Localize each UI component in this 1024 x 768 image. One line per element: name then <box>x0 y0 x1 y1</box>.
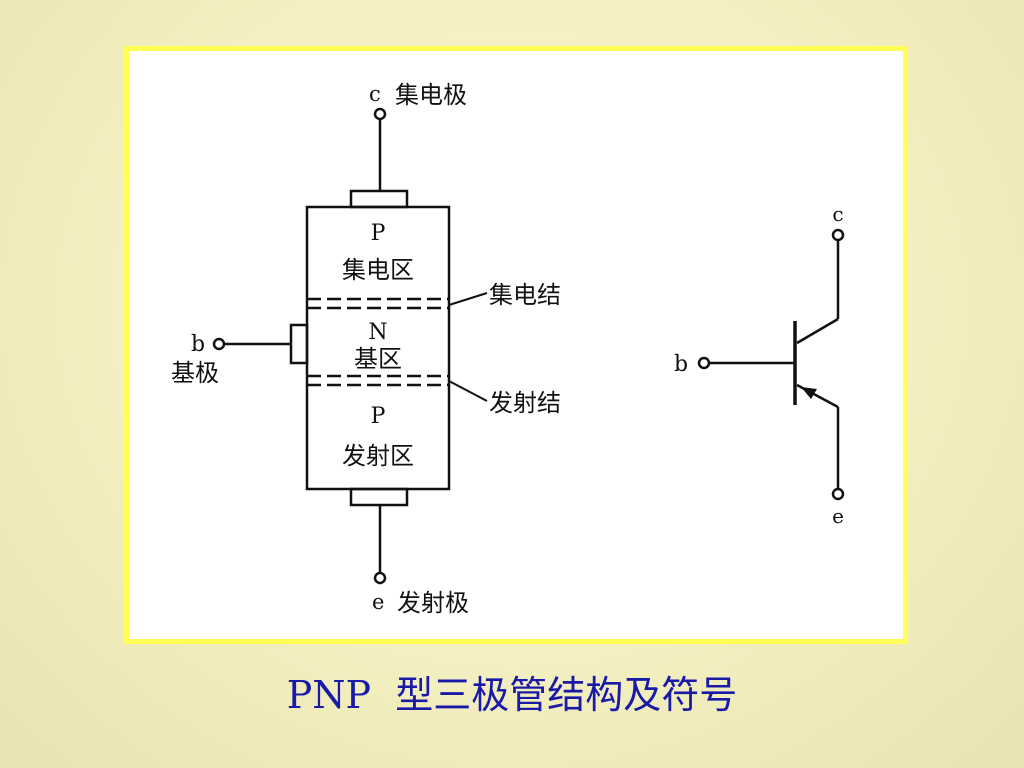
base-region-name: 基区 <box>354 345 402 373</box>
base-letter: b <box>191 332 205 357</box>
caption-prefix: PNP <box>286 673 372 717</box>
collector-letter: c <box>369 82 381 106</box>
base-region-type: N <box>368 320 387 345</box>
symbol-collector-terminal <box>831 228 845 242</box>
symbol-base-terminal <box>697 356 711 370</box>
collector-contact <box>349 189 409 209</box>
emitter-junction-leader <box>448 380 488 402</box>
figure-caption: PNP 型三极管结构及符号 <box>0 664 1024 719</box>
symbol-collector-label: c <box>832 202 843 226</box>
symbol-emitter-arrow <box>801 387 817 399</box>
base-terminal <box>212 337 226 351</box>
transistor-diagram: c 集电极 P 集电区 N 基区 P 发射区 集电结 发射结 b 基极 e 发射… <box>171 81 845 617</box>
collector-region-name: 集电区 <box>342 256 414 284</box>
diagram-frame: c 集电极 P 集电区 N 基区 P 发射区 集电结 发射结 b 基极 e 发射… <box>124 46 908 644</box>
caption-text: 型三极管结构及符号 <box>395 673 738 717</box>
emitter-junction-label: 发射结 <box>489 389 561 417</box>
emitter-region-type: P <box>371 404 386 429</box>
base-contact <box>289 323 309 365</box>
collector-junction-leader <box>448 292 488 306</box>
symbol-collector-arm <box>796 317 839 345</box>
emitter-letter: e <box>372 590 384 614</box>
collector-terminal <box>373 107 387 121</box>
collector-region-type: P <box>371 221 386 246</box>
collector-name: 集电极 <box>395 81 467 109</box>
symbol-base-label: b <box>674 352 688 377</box>
emitter-terminal <box>373 571 387 585</box>
symbol-emitter-terminal <box>831 487 845 501</box>
emitter-contact <box>349 487 409 507</box>
emitter-name: 发射极 <box>397 589 469 617</box>
base-name: 基极 <box>171 359 219 387</box>
emitter-region-name: 发射区 <box>342 442 414 470</box>
collector-junction-label: 集电结 <box>489 281 561 309</box>
symbol-emitter-label: e <box>832 504 844 528</box>
